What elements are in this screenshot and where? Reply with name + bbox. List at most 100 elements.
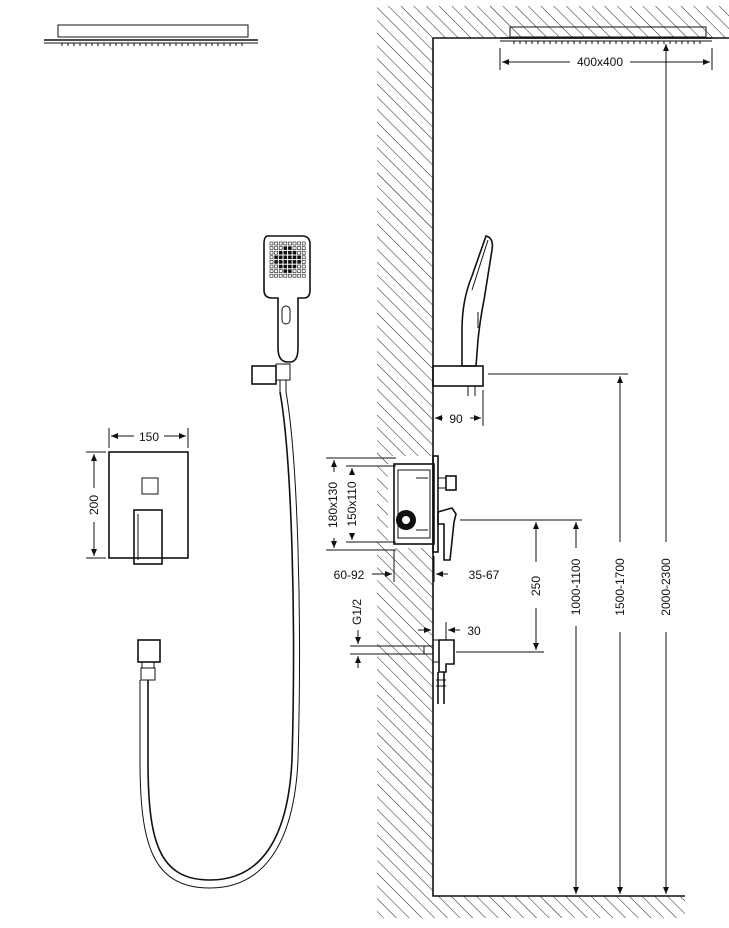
plate-height-dimension: 200 xyxy=(86,451,106,559)
spray-hole xyxy=(278,273,283,278)
spray-hole xyxy=(283,241,288,246)
wall-hatch-floor xyxy=(433,896,685,918)
spray-hole xyxy=(274,264,278,269)
box-depth-dimension: 60-92 35-67 xyxy=(334,550,500,582)
wall-niche xyxy=(388,456,434,548)
spray-hole xyxy=(297,241,301,246)
holder-offset-dimension: 90 xyxy=(435,390,484,426)
holder-height-label: 1500-1700 xyxy=(613,558,627,616)
spray-hole xyxy=(292,273,297,278)
spray-hole xyxy=(301,273,306,278)
spray-hole xyxy=(292,250,297,255)
shower-hose xyxy=(139,391,300,889)
valve-height-label: 1000-1100 xyxy=(569,558,583,615)
spray-hole xyxy=(274,241,278,246)
spray-hole xyxy=(301,241,306,246)
outlet-thread-label: G1/2 xyxy=(350,599,364,625)
handshower-front-view xyxy=(251,235,311,392)
wall-outlet-side-view xyxy=(423,639,455,704)
spray-hole xyxy=(283,264,288,269)
spray-hole xyxy=(301,269,306,273)
spray-hole xyxy=(297,273,301,278)
spray-hole xyxy=(278,246,283,250)
plate-width-dimension: 150 xyxy=(108,428,189,448)
spray-hole xyxy=(274,246,278,250)
spray-hole xyxy=(288,246,292,250)
spray-hole xyxy=(278,250,283,255)
cover-plate-front-view xyxy=(108,451,189,565)
spray-hole xyxy=(283,273,288,278)
spray-hole xyxy=(288,255,292,260)
rain-head-size-label: 400x400 xyxy=(577,55,623,69)
spray-hole xyxy=(292,241,297,246)
head-height-label: 2000-2300 xyxy=(659,558,673,616)
spray-hole xyxy=(292,260,297,264)
wall xyxy=(377,6,729,918)
head-height-dimension: 2000-2300 xyxy=(659,44,673,894)
spray-hole xyxy=(278,264,283,269)
spray-hole xyxy=(274,255,278,260)
valve-height-dimension: 1000-1100 xyxy=(569,522,583,894)
outlet-thread-dimension: G1/2 xyxy=(350,599,426,668)
outlet-offset-label: 30 xyxy=(467,624,481,638)
box-height-dimension: 180x130 xyxy=(326,457,396,551)
spray-hole xyxy=(301,260,306,264)
plate-width-label: 150 xyxy=(139,430,159,444)
spray-hole xyxy=(301,250,306,255)
spray-hole xyxy=(288,260,292,264)
spray-hole xyxy=(283,269,288,273)
outlet-offset-dimension: 30 xyxy=(418,622,481,640)
spray-hole xyxy=(283,255,288,260)
spray-hole xyxy=(297,255,301,260)
box-inner-dimension: 150x110 xyxy=(345,465,396,543)
spray-hole xyxy=(269,255,274,260)
handshower-side-view xyxy=(432,235,494,396)
spray-hole xyxy=(297,246,301,250)
spray-hole xyxy=(301,246,306,250)
spray-hole xyxy=(283,246,288,250)
spray-hole xyxy=(274,273,278,278)
spray-hole xyxy=(288,264,292,269)
spray-hole xyxy=(278,260,283,264)
box-inner-label: 150x110 xyxy=(345,481,359,526)
spray-hole xyxy=(283,260,288,264)
spray-hole xyxy=(292,255,297,260)
rain-head-elevation xyxy=(44,24,258,46)
box-depth-label: 60-92 xyxy=(334,568,365,582)
spray-hole xyxy=(274,269,278,273)
spray-hole xyxy=(297,269,301,273)
box-height-label: 180x130 xyxy=(326,482,340,528)
spray-hole xyxy=(288,269,292,273)
spray-hole xyxy=(269,250,274,255)
rain-head-side-view xyxy=(500,26,712,44)
spray-hole xyxy=(297,264,301,269)
spray-hole xyxy=(288,273,292,278)
spray-hole xyxy=(292,246,297,250)
wall-face xyxy=(432,37,729,897)
spray-hole xyxy=(301,255,306,260)
spray-hole xyxy=(292,269,297,273)
spray-hole xyxy=(269,260,274,264)
plate-height-label: 200 xyxy=(87,495,101,515)
mixer-box-side-view xyxy=(393,455,457,561)
spray-hole xyxy=(283,250,288,255)
spray-hole xyxy=(288,241,292,246)
spray-hole xyxy=(274,260,278,264)
holder-height-dimension: 1500-1700 xyxy=(488,373,628,894)
spray-hole xyxy=(269,264,274,269)
handle-projection-label: 35-67 xyxy=(469,568,500,582)
spray-hole xyxy=(297,250,301,255)
spray-hole xyxy=(278,241,283,246)
wall-hatch-ceiling xyxy=(433,6,729,38)
spray-hole xyxy=(274,250,278,255)
spray-hole xyxy=(297,260,301,264)
spray-hole xyxy=(301,264,306,269)
holder-offset-label: 90 xyxy=(449,412,463,426)
spray-hole xyxy=(269,269,274,273)
outlet-to-valve-label: 250 xyxy=(529,576,543,596)
spray-hole xyxy=(269,273,274,278)
outlet-to-valve-dimension: 250 xyxy=(456,519,582,653)
rain-head-size-dimension: 400x400 xyxy=(499,48,713,70)
spray-hole xyxy=(269,241,274,246)
